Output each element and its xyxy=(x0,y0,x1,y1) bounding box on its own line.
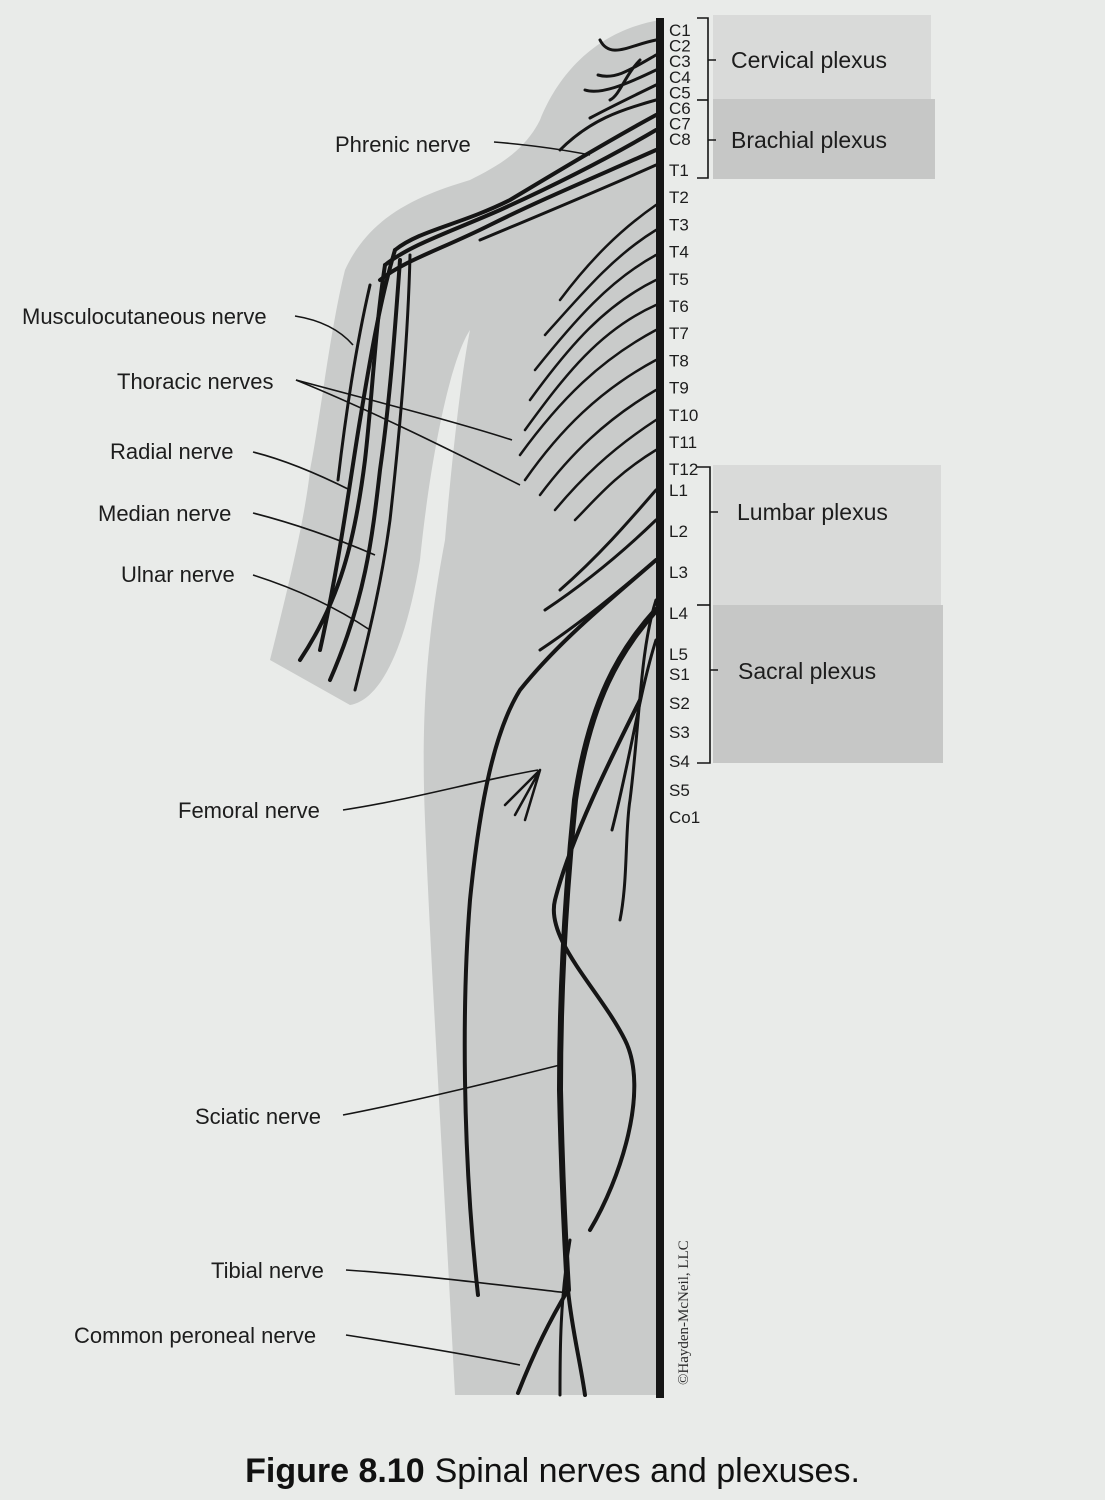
segment-label-l4: L4 xyxy=(669,604,688,623)
segment-label-l2: L2 xyxy=(669,522,688,541)
femoral-nerve-label: Femoral nerve xyxy=(178,798,320,823)
segment-label-s2: S2 xyxy=(669,694,690,713)
sacral-plexus-label: Sacral plexus xyxy=(738,658,876,684)
segment-label-l3: L3 xyxy=(669,563,688,582)
brachial-plexus-box xyxy=(713,99,935,179)
segment-label-t7: T7 xyxy=(669,324,689,343)
segment-label-s4: S4 xyxy=(669,752,690,771)
segment-label-t10: T10 xyxy=(669,406,698,425)
cervical-plexus-label: Cervical plexus xyxy=(731,47,887,73)
tibial-nerve-label: Tibial nerve xyxy=(211,1258,324,1283)
segment-label-t4: T4 xyxy=(669,243,689,262)
spinal-cord xyxy=(656,18,664,1398)
coccygeal-segment-labels: Co1 xyxy=(669,808,700,827)
segment-label-s5: S5 xyxy=(669,781,690,800)
lumbar-plexus-box xyxy=(713,465,941,607)
segment-label-l1: L1 xyxy=(669,481,688,500)
segment-label-c3: C3 xyxy=(669,52,691,71)
leader-lines xyxy=(252,17,718,1366)
segment-label-t2: T2 xyxy=(669,188,689,207)
segment-label-c7: C7 xyxy=(669,115,691,134)
segment-label-c8: C8 xyxy=(669,130,691,149)
phrenic-nerve-label: Phrenic nerve xyxy=(335,132,471,157)
segment-label-t1: T1 xyxy=(669,161,689,180)
radial-nerve-label: Radial nerve xyxy=(110,439,234,464)
brachial-plexus-label: Brachial plexus xyxy=(731,127,887,153)
musculocutaneous-nerve-label: Musculocutaneous nerve xyxy=(22,304,267,329)
segment-label-t3: T3 xyxy=(669,215,689,234)
segment-label-c2: C2 xyxy=(669,37,691,56)
segment-label-t12: T12 xyxy=(669,460,698,479)
ulnar-nerve-label: Ulnar nerve xyxy=(121,562,235,587)
sacral-plexus-box xyxy=(713,605,943,763)
median-nerve-label: Median nerve xyxy=(98,501,231,526)
segment-label-c1: C1 xyxy=(669,21,691,40)
sciatic-nerve-label: Sciatic nerve xyxy=(195,1104,321,1129)
segment-label-s3: S3 xyxy=(669,723,690,742)
segment-label-t9: T9 xyxy=(669,379,689,398)
segment-label-s1: S1 xyxy=(669,665,690,684)
figure-number: Figure 8.10 xyxy=(245,1452,425,1490)
copyright-credit: ©Hayden-McNeil, LLC xyxy=(676,1240,692,1385)
segment-label-c4: C4 xyxy=(669,68,691,87)
segment-label-co1: Co1 xyxy=(669,808,700,827)
segment-label-c5: C5 xyxy=(669,83,691,102)
common-peroneal-nerve-label: Common peroneal nerve xyxy=(74,1323,316,1348)
segment-label-t8: T8 xyxy=(669,351,689,370)
figure-title: Spinal nerves and plexuses. xyxy=(434,1452,860,1490)
segment-label-l5: L5 xyxy=(669,645,688,664)
segment-label-t11: T11 xyxy=(669,433,697,452)
thoracic-nerves-label: Thoracic nerves xyxy=(117,369,274,394)
segment-label-c6: C6 xyxy=(669,99,691,118)
segment-label-t6: T6 xyxy=(669,297,689,316)
lumbar-plexus-label: Lumbar plexus xyxy=(737,499,888,525)
segment-label-t5: T5 xyxy=(669,270,689,289)
cervical-plexus-box xyxy=(713,15,931,99)
nerve-lines xyxy=(298,38,659,1397)
